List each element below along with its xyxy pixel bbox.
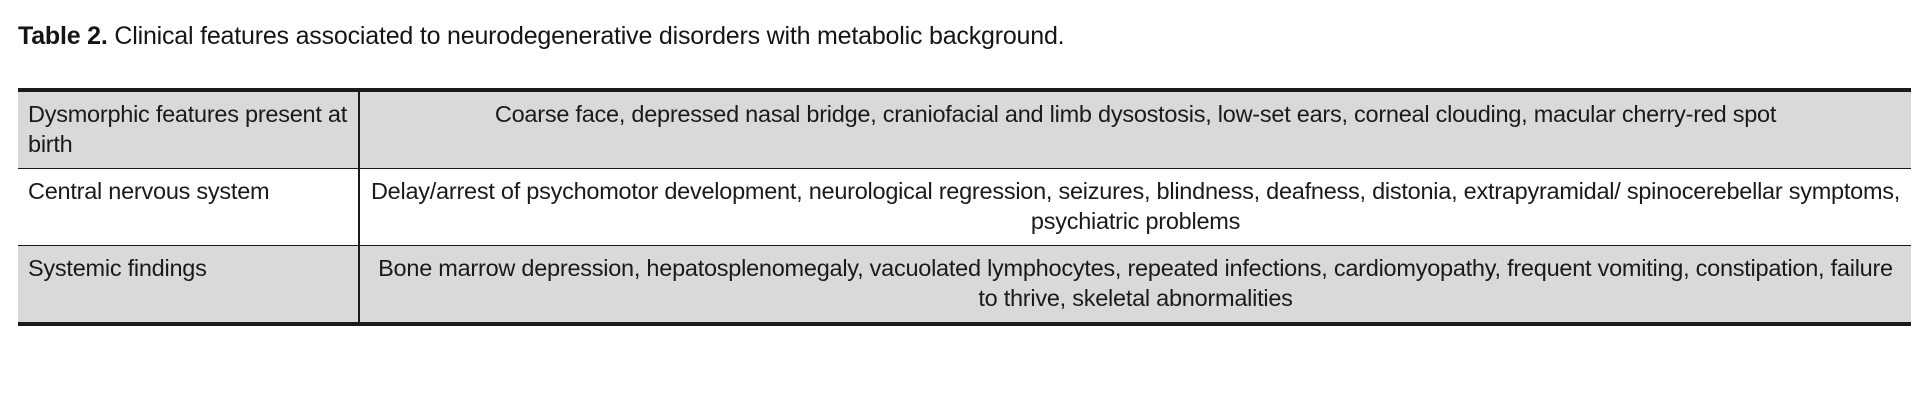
table-row: Central nervous system Delay/arrest of p…	[18, 168, 1911, 246]
table-caption-text: Clinical features associated to neurodeg…	[107, 22, 1065, 50]
row-description-cell: Bone marrow depression, hepatosplenomega…	[359, 245, 1911, 326]
table-body: Dysmorphic features present at birth Coa…	[18, 88, 1911, 326]
row-category-cell: Systemic findings	[18, 245, 360, 326]
table-caption: Table 2. Clinical features associated to…	[18, 20, 1065, 52]
table-row: Systemic findings Bone marrow depression…	[18, 245, 1911, 326]
table-caption-label: Table 2.	[18, 22, 108, 50]
row-category-cell: Dysmorphic features present at birth	[18, 88, 360, 169]
row-category-cell: Central nervous system	[18, 168, 360, 246]
row-description-cell: Coarse face, depressed nasal bridge, cra…	[359, 88, 1911, 169]
table-row: Dysmorphic features present at birth Coa…	[18, 88, 1911, 169]
row-description-cell: Delay/arrest of psychomotor development,…	[359, 168, 1911, 246]
clinical-features-table: Dysmorphic features present at birth Coa…	[18, 88, 1911, 326]
